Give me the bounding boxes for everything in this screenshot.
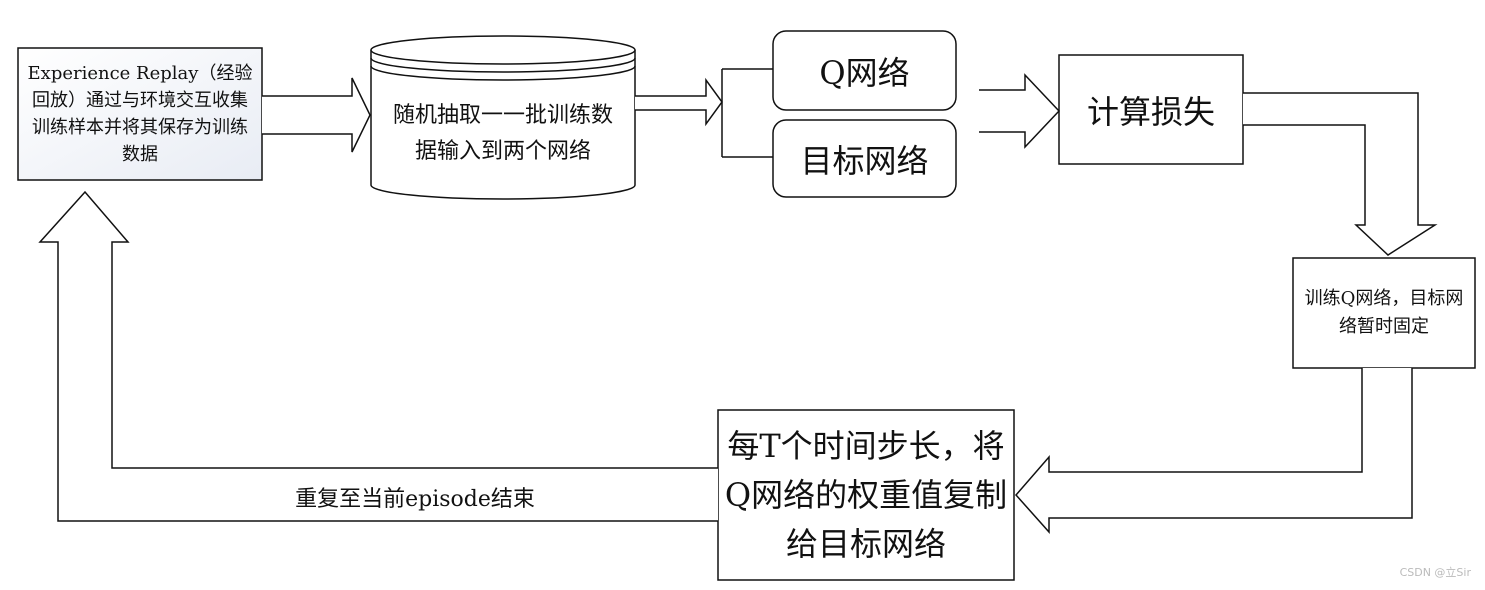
arrow-networks-to-loss <box>979 73 1061 149</box>
watermark: CSDN @立Sir <box>1399 566 1471 579</box>
arrow-train-to-copy <box>1015 368 1413 534</box>
copy-weights-text: 每T个时间步长，将Q网络的权重值复制给目标网络 <box>724 426 1008 563</box>
sample-batch-cylinder <box>370 35 636 200</box>
q-network-box <box>772 30 957 111</box>
sample-batch-text: 随机抽取一一批训练数据输入到两个网络 <box>392 103 613 164</box>
train-q-box <box>1292 257 1476 369</box>
copy-weights-box <box>717 409 1015 581</box>
arrow-replay-to-batch <box>262 77 371 153</box>
arrow-loss-to-train <box>1243 92 1438 256</box>
q-network-label: Q网络 <box>819 53 910 92</box>
target-network-box <box>772 119 957 198</box>
repeat-edge-label: 重复至当前episode结束 <box>295 487 535 512</box>
target-network-label: 目标网络 <box>800 141 929 180</box>
arrow-batch-to-networks <box>635 77 723 127</box>
network-split-connector <box>721 68 773 158</box>
train-q-text: 训练Q网络，目标网络暂时固定 <box>1304 288 1464 337</box>
compute-loss-label: 计算损失 <box>1086 92 1215 131</box>
experience-replay-text: Experience Replay（经验回放）通过与环境交互收集训练样本并将其保… <box>27 63 253 165</box>
arrow-repeat-loop <box>38 190 718 522</box>
compute-loss-box <box>1058 54 1244 165</box>
experience-replay-box <box>17 47 263 181</box>
